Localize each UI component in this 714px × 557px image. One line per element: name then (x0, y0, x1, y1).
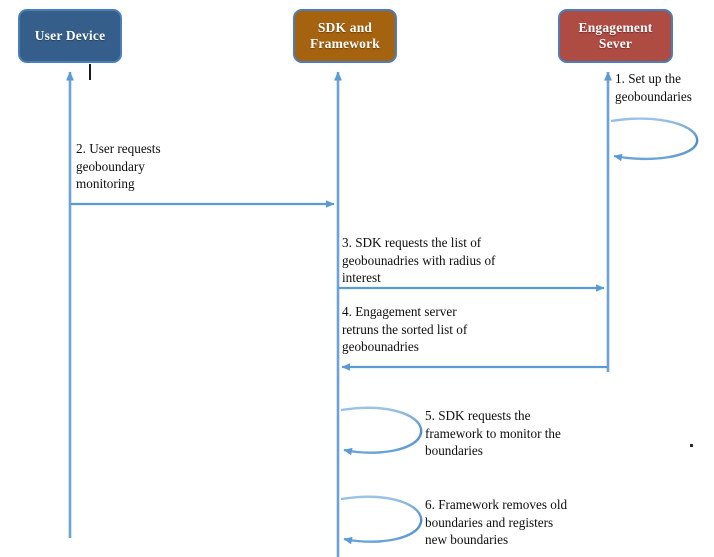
message-label-1: 1. Set up the geoboundaries (615, 71, 692, 104)
message-label-4: 4. Engagement server retruns the sorted … (342, 304, 468, 355)
text-caret-mark (89, 64, 91, 80)
message-label-3: 3. SDK requests the list of geobounadrie… (342, 235, 496, 286)
message-label-2: 2. User requests geoboundary monitoring (76, 141, 161, 192)
message-5-self-loop (340, 406, 423, 456)
actor-label-user-device: User Device (34, 28, 106, 44)
actor-box-sdk-framework[interactable]: SDK and Framework (293, 9, 397, 63)
stray-dot-mark (690, 444, 693, 447)
message-label-6: 6. Framework removes old boundaries and … (425, 497, 568, 548)
message-6-self-loop (340, 495, 423, 545)
actor-box-engagement-server[interactable]: Engagement Sever (558, 9, 673, 63)
actor-box-user-device[interactable]: User Device (18, 9, 122, 63)
message-label-5: 5. SDK requests the framework to monitor… (425, 408, 561, 459)
actor-label-engagement-server: Engagement Sever (578, 20, 653, 51)
lifelines (66, 71, 612, 557)
actor-label-sdk-framework: SDK and Framework (309, 20, 381, 51)
message-1-self-loop (610, 117, 699, 162)
